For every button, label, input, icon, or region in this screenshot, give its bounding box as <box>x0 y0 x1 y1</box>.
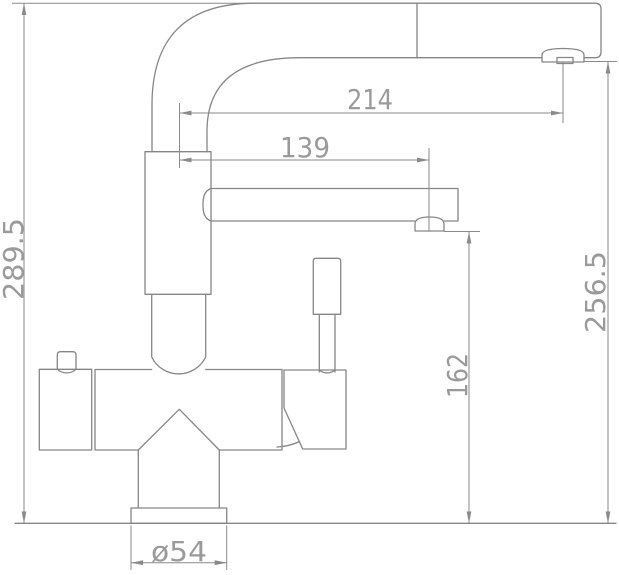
left-handle <box>38 368 93 451</box>
label-lower-spout-reach: 139 <box>280 131 330 164</box>
right-lever-stem <box>318 313 336 374</box>
top-aerator-dome <box>541 47 585 63</box>
spout-inner-contour <box>206 57 543 153</box>
upper-column <box>144 151 212 295</box>
lower-aerator-dome <box>414 216 445 232</box>
right-handle <box>283 369 347 450</box>
right-lever-knob <box>312 257 342 315</box>
base-column <box>137 449 220 509</box>
right-handle-arc-detail <box>276 440 301 448</box>
top-aerator-outlet <box>556 56 574 65</box>
main-body <box>94 368 283 451</box>
label-base-diameter: ø54 <box>151 535 207 568</box>
label-lower-outlet-height: 162 <box>441 353 474 398</box>
faucet-outline <box>14 2 617 524</box>
mid-tube <box>151 293 207 375</box>
label-top-spout-reach: 214 <box>347 83 393 116</box>
left-handle-knob <box>56 351 77 374</box>
spout-outer-contour <box>151 2 602 153</box>
label-total-height: 289.5 <box>0 218 30 300</box>
base-flange <box>130 507 228 524</box>
label-top-outlet-height: 256.5 <box>579 251 612 333</box>
lower-spout-tube <box>202 187 459 222</box>
